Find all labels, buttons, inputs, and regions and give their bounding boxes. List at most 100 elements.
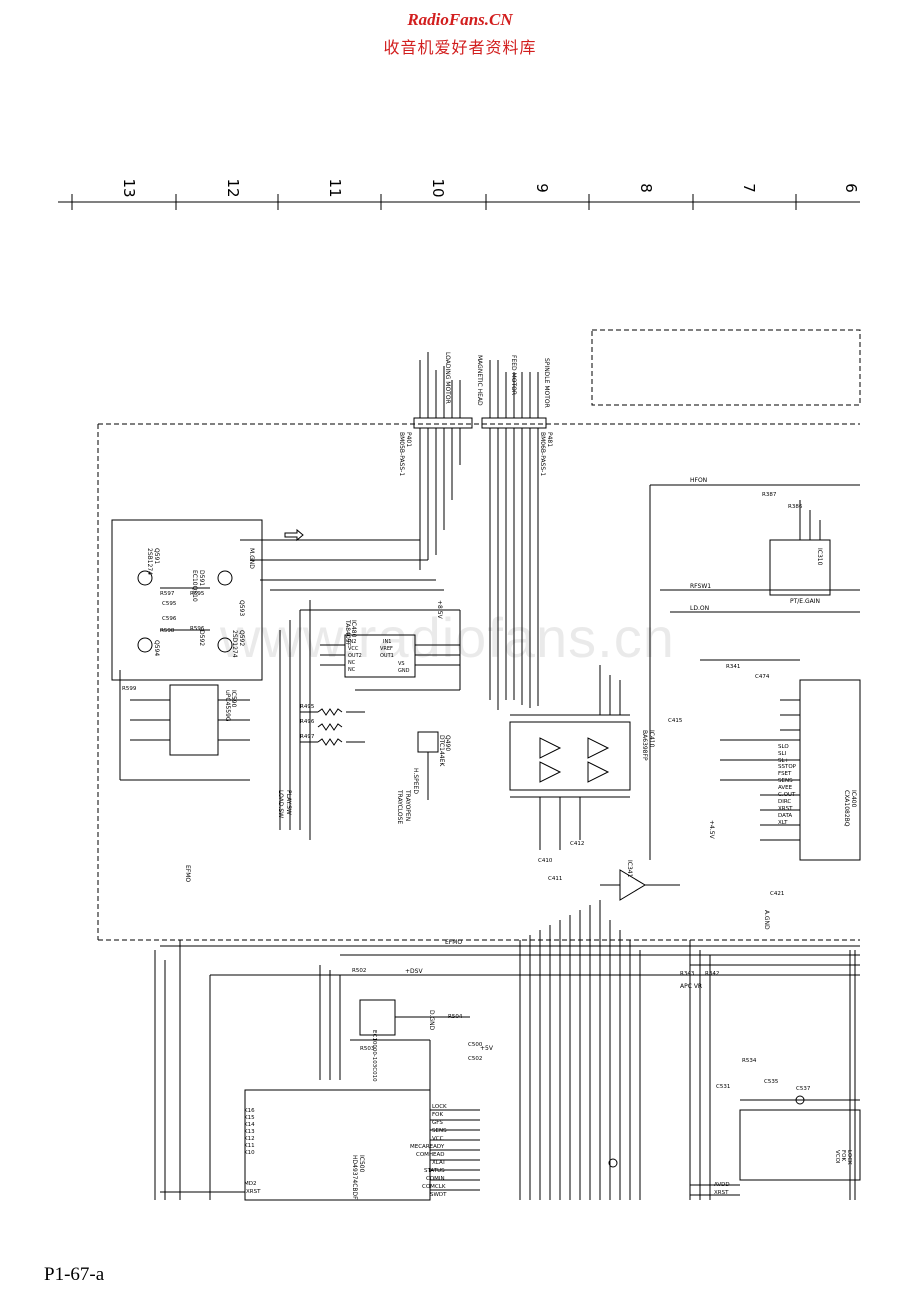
net-efmo-left: EFMO: [184, 865, 191, 882]
key-k10: K10: [244, 1150, 255, 1156]
ic480-pin-in1: IN1: [383, 639, 391, 645]
c500-label: C500: [468, 1042, 483, 1048]
c411-label: C411: [548, 876, 562, 882]
site-subtitle: 收音机爱好者资料库: [383, 38, 537, 57]
ic400-pin-xrst: XRST: [778, 806, 793, 812]
ic400-pin-fset: FSET: [778, 771, 792, 777]
ic400-pin-cout: C.OUT: [778, 792, 796, 798]
d591-label: D591: [198, 570, 205, 586]
page-number: P1-67-a: [44, 1264, 105, 1285]
net-play-sw: PLAY.SW: [285, 790, 292, 815]
ic400-pin-sens: SENS: [778, 778, 793, 784]
key-k11: K11: [244, 1143, 255, 1149]
ic400-part: CXA1082BQ: [843, 790, 850, 827]
ic400-pin-avee: AVEE: [778, 785, 793, 791]
net-apc-vr: APC VR: [680, 983, 702, 990]
net-load-sw: LOAD.SW: [277, 790, 284, 818]
ic480-pin-nc1: NC: [348, 660, 356, 666]
c412-label: C412: [570, 841, 584, 847]
ic500-pin-avdd: AVDD: [714, 1182, 730, 1188]
ic400-pin-sli: SLI: [778, 751, 787, 757]
net-h-speed: H.SPEED: [412, 768, 419, 794]
q490-label: Q490: [444, 735, 451, 751]
d592-label: D592: [198, 630, 205, 646]
q593-label: Q593: [238, 600, 245, 616]
net-a-gnd: A.GND: [763, 910, 770, 930]
r595-label: R595: [190, 591, 205, 597]
ic500-pin-comin: COMIN: [426, 1176, 445, 1182]
r387-label: R387: [762, 492, 777, 498]
net-m-gnd: M.GND: [248, 548, 255, 569]
r341-label: R341: [726, 664, 740, 670]
r342-label: R342: [705, 971, 719, 977]
ic590-label: IC590: [230, 690, 237, 708]
q490-part: DTC144EK: [438, 735, 445, 767]
r598-label: R598: [160, 628, 175, 634]
ic500-pin-vcc: VCC: [432, 1136, 444, 1142]
ruler-13: 13: [120, 178, 138, 197]
ic480-pin-nc2: NC: [348, 667, 356, 673]
c410-label: C410: [538, 858, 553, 864]
ic500-pin-lock: LOCK: [432, 1104, 447, 1110]
ic400-pin-data: DATA: [778, 813, 792, 819]
key-k12: K12: [244, 1136, 255, 1142]
r503-label: R503: [360, 1046, 375, 1052]
ruler-10: 10: [429, 178, 447, 197]
c537-label: C537: [796, 1086, 811, 1092]
q594-label: Q594: [153, 640, 160, 656]
ruler-8: 8: [637, 183, 655, 193]
net-dsv: +DSV: [405, 968, 423, 975]
loading-motor-label: LOADING MOTOR: [444, 352, 451, 404]
net-rfsw1: RFSW1: [690, 583, 711, 590]
ic480-pin-gnd: GND: [398, 668, 410, 674]
r343-label: R343: [680, 971, 695, 977]
ic500-part: HD49374CBDF: [351, 1155, 358, 1200]
q591-part: 2SB1274: [146, 548, 153, 575]
c596-label: C596: [162, 616, 177, 622]
ic480-pin-vcc: VCC: [348, 646, 359, 652]
ic341-label: IC341: [626, 860, 633, 878]
net-hfon: HFON: [690, 477, 707, 484]
q592-label: Q592: [238, 630, 245, 646]
ic400-pin-xlt: XLT: [778, 820, 788, 826]
site-title: RadioFans.CN: [407, 10, 513, 29]
ic500-pin-fok: FOK: [432, 1112, 443, 1118]
c531-label: C531: [716, 1084, 730, 1090]
ruler-11: 11: [326, 178, 344, 197]
r599-label: R599: [122, 686, 137, 692]
ic400-pin-lock: LOCK: [846, 1150, 852, 1165]
ic400-pin-fok: FOK: [840, 1150, 846, 1161]
c421-label: C421: [770, 891, 784, 897]
ic400-pin-slplus: SL+: [778, 758, 790, 764]
ic590-part: uPC4559G: [224, 690, 231, 722]
c502-label: C502: [468, 1056, 482, 1062]
ic480-label: IC480: [350, 620, 357, 638]
net-d-gnd: D.GND: [428, 1010, 435, 1031]
net-8v5: +8.5V: [436, 600, 443, 620]
ic500-pin-xrst-right: XRST: [714, 1190, 729, 1196]
net-4v5: +4.5V: [708, 820, 715, 840]
ic480-pin-out2: OUT2: [348, 653, 362, 659]
r495-label: R495: [300, 704, 315, 710]
r596-label: R596: [190, 626, 205, 632]
r496-label: R496: [300, 719, 315, 725]
ruler-7: 7: [740, 183, 758, 193]
ic500-pin-comhead: COMHEAD: [416, 1152, 445, 1158]
ic400-pin-dirc: DIRC: [778, 799, 791, 805]
net-trayclose: TRAYCLOSE: [396, 789, 403, 824]
ic500-pin-gfs: GFS: [432, 1120, 443, 1126]
ic500-pin-sens: SENS: [432, 1128, 447, 1134]
net-trayopen: TRAYOPEN: [404, 789, 411, 821]
key-md2: MD2: [244, 1181, 256, 1187]
p481-part: BM06B-PASS-1: [539, 432, 546, 476]
ic310-label: IC310: [816, 548, 823, 566]
ic410-label: IC410: [648, 730, 655, 748]
ic400-pin-sstop: SSTOP: [778, 764, 797, 770]
net-5v: +5V: [480, 1045, 494, 1052]
p481-label: P481: [546, 432, 553, 447]
magnetic-head-label: MAGNETIC HEAD: [476, 355, 483, 406]
r497-label: R497: [300, 734, 315, 740]
ic500-pin-comclk: COMCLK: [422, 1184, 446, 1190]
ic500-pin-mecaready: MECAREADY: [410, 1144, 445, 1150]
r504-label: R504: [448, 1014, 463, 1020]
